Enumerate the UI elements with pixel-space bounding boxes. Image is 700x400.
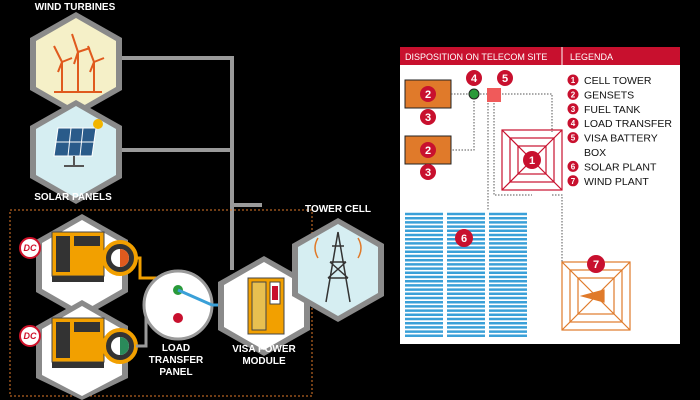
- legend-marker: [567, 132, 579, 144]
- svg-text:2: 2: [425, 145, 431, 157]
- connection-lines: [120, 56, 262, 270]
- wind-plant-plan: [561, 261, 631, 331]
- svg-text:6: 6: [461, 233, 467, 245]
- svg-text:4: 4: [471, 73, 478, 85]
- legend-marker: [567, 117, 579, 129]
- svg-text:7: 7: [593, 259, 599, 271]
- wind-turbine-icon: [53, 33, 105, 93]
- solar-plant-plan: [405, 212, 527, 338]
- legend-number: 3: [571, 105, 576, 114]
- legend-item-label: VISA BATTERY: [584, 133, 658, 145]
- load-transfer-label-2: TRANSFER: [149, 355, 204, 366]
- genset-1: DC: [19, 214, 138, 318]
- visa-power-module: [218, 256, 310, 356]
- wind-turbines-hex: [30, 12, 122, 116]
- load-transfer-label-1: LOAD: [162, 343, 190, 354]
- svg-text:3: 3: [425, 167, 431, 179]
- legend-number: 6: [571, 162, 576, 171]
- legend-number: 7: [571, 177, 576, 186]
- legend-marker: [567, 175, 579, 187]
- solar-panels-label: SOLAR PANELS: [34, 192, 112, 203]
- solar-panel-icon: [53, 119, 103, 167]
- svg-text:3: 3: [425, 112, 431, 124]
- svg-text:DC: DC: [24, 243, 37, 253]
- legend-marker: [567, 160, 579, 172]
- legend-number: 1: [571, 76, 576, 85]
- legend-item-label: LOAD TRANSFER: [584, 118, 672, 130]
- legend-item-label: SOLAR PLANT: [584, 161, 657, 173]
- tower-cell-label: TOWER CELL: [305, 204, 371, 215]
- genset-2: DC: [19, 300, 138, 400]
- load-transfer-label-3: PANEL: [159, 367, 192, 378]
- site-header-left: DISPOSITION ON TELECOM SITE: [405, 52, 547, 62]
- legend-item-label: CELL TOWER: [584, 75, 652, 87]
- svg-text:5: 5: [502, 73, 508, 85]
- tower-cell-hex: [292, 218, 384, 322]
- legend-marker: [567, 88, 579, 100]
- load-transfer-panel: [142, 269, 234, 341]
- site-header-right: LEGENDA: [570, 52, 613, 62]
- dc-badge-2: [19, 325, 41, 347]
- legend-item-label: FUEL TANK: [584, 104, 640, 116]
- visa-power-label-1: VISA POWER: [232, 344, 296, 355]
- legend-number: 4: [571, 119, 576, 128]
- solar-panels-hex: [30, 100, 122, 204]
- legend-marker: [567, 103, 579, 115]
- svg-text:2: 2: [425, 89, 431, 101]
- legend-number: 5: [571, 134, 576, 143]
- visa-power-label-2: MODULE: [242, 356, 286, 367]
- site-legend: 1 CELL TOWER 2 GENSETS 3 FUEL TANK 4 LOAD TRANS…: [567, 74, 672, 188]
- tower-icon: [314, 231, 362, 303]
- wind-turbines-label: WIND TURBINES: [35, 2, 116, 13]
- legend-item-label: BOX: [584, 147, 606, 159]
- svg-text:DC: DC: [24, 331, 37, 341]
- dc-badge-1: [19, 237, 41, 259]
- legend-item-label: GENSETS: [584, 89, 634, 101]
- legend-marker: [567, 74, 579, 86]
- svg-text:1: 1: [529, 155, 535, 167]
- site-panel: DISPOSITION ON TELECOM SITE LEGENDA 2 3 …: [400, 47, 680, 344]
- legend-number: 2: [571, 90, 576, 99]
- legend-item-label: WIND PLANT: [584, 176, 649, 188]
